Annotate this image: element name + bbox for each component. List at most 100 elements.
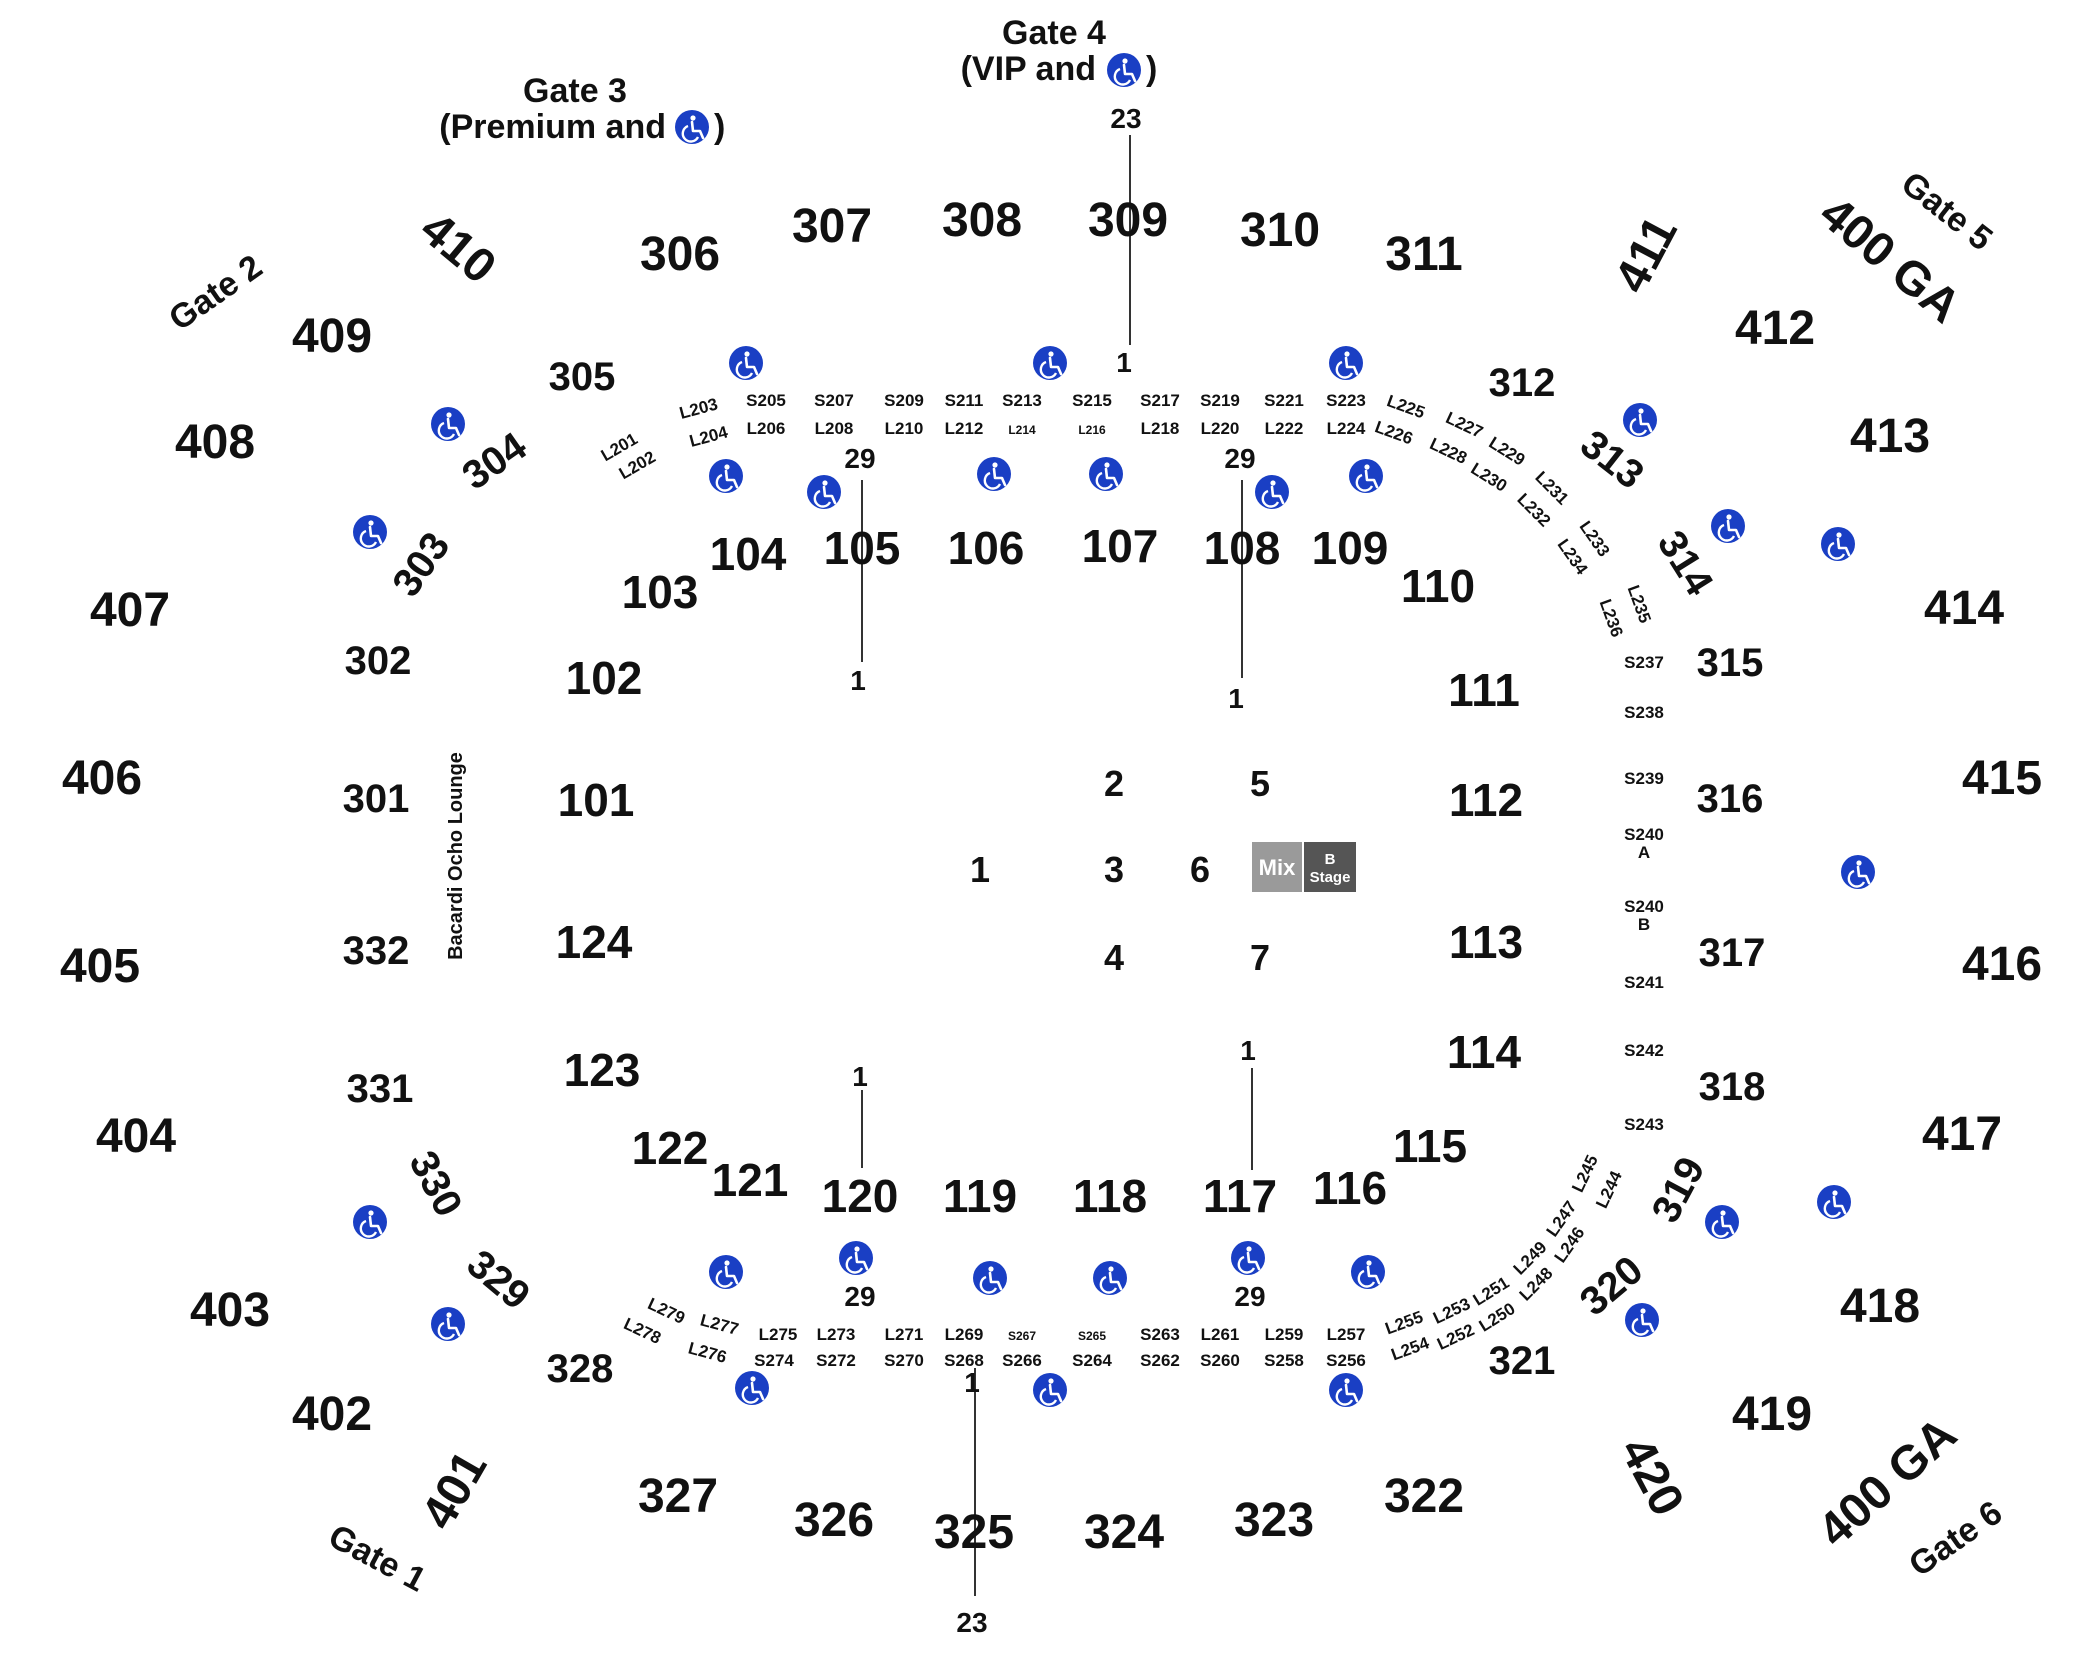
section-412[interactable]: 412 xyxy=(1735,302,1815,355)
suite-label[interactable]: L257 xyxy=(1327,1325,1366,1344)
section-305[interactable]: 305 xyxy=(549,355,616,399)
section-102[interactable]: 102 xyxy=(566,652,643,704)
suite-label[interactable]: L216 xyxy=(1078,423,1106,437)
section-111[interactable]: 111 xyxy=(1448,664,1520,716)
suite-label[interactable]: L226 xyxy=(1372,417,1415,448)
b-stage-box[interactable] xyxy=(1304,842,1356,892)
section-301[interactable]: 301 xyxy=(343,777,410,821)
section-330[interactable]: 330 xyxy=(400,1144,470,1224)
section-417[interactable]: 417 xyxy=(1922,1108,2002,1161)
section-106[interactable]: 106 xyxy=(948,522,1025,574)
section-310[interactable]: 310 xyxy=(1240,204,1320,257)
suite-label[interactable]: S213 xyxy=(1002,391,1042,410)
section-118[interactable]: 118 xyxy=(1073,1170,1147,1222)
suite-label[interactable]: S267 xyxy=(1008,1329,1036,1343)
floor-section-2[interactable]: 2 xyxy=(1104,763,1124,804)
section-409[interactable]: 409 xyxy=(292,310,372,363)
suite-label[interactable]: L204 xyxy=(687,422,730,451)
section-309[interactable]: 309 xyxy=(1088,194,1168,247)
section-318[interactable]: 318 xyxy=(1699,1065,1766,1109)
section-408[interactable]: 408 xyxy=(175,416,255,469)
section-410[interactable]: 410 xyxy=(410,202,505,294)
suite-label[interactable]: L227 xyxy=(1443,408,1486,442)
suite-label[interactable]: L273 xyxy=(817,1325,856,1344)
suite-label[interactable]: A xyxy=(1638,843,1650,862)
section-327[interactable]: 327 xyxy=(638,1470,718,1523)
section-121[interactable]: 121 xyxy=(712,1154,789,1206)
section-104[interactable]: 104 xyxy=(710,528,787,580)
suite-label[interactable]: S215 xyxy=(1072,391,1112,410)
suite-label[interactable]: L228 xyxy=(1427,434,1470,468)
section-316[interactable]: 316 xyxy=(1697,777,1764,821)
section-328[interactable]: 328 xyxy=(547,1347,614,1391)
floor-section-5[interactable]: 5 xyxy=(1250,763,1270,804)
section-420[interactable]: 420 xyxy=(1609,1429,1693,1525)
section-124[interactable]: 124 xyxy=(556,916,633,968)
section-302[interactable]: 302 xyxy=(345,639,412,683)
suite-label[interactable]: S260 xyxy=(1200,1351,1240,1370)
suite-label[interactable]: S263 xyxy=(1140,1325,1180,1344)
floor-section-1[interactable]: 1 xyxy=(970,849,990,890)
section-405[interactable]: 405 xyxy=(60,940,140,993)
suite-label[interactable]: L275 xyxy=(759,1325,798,1344)
suite-label[interactable]: S209 xyxy=(884,391,924,410)
section-413[interactable]: 413 xyxy=(1850,410,1930,463)
suite-label[interactable]: S262 xyxy=(1140,1351,1180,1370)
section-331[interactable]: 331 xyxy=(347,1067,414,1111)
suite-label[interactable]: L212 xyxy=(945,419,984,438)
suite-label[interactable]: S265 xyxy=(1078,1329,1106,1343)
suite-label[interactable]: L255 xyxy=(1383,1307,1426,1338)
suite-label[interactable]: S207 xyxy=(814,391,854,410)
suite-label[interactable]: S217 xyxy=(1140,391,1180,410)
suite-label[interactable]: L276 xyxy=(686,1338,728,1366)
section-110[interactable]: 110 xyxy=(1401,560,1475,612)
section-325[interactable]: 325 xyxy=(934,1506,1014,1559)
floor-section-6[interactable]: 6 xyxy=(1190,849,1210,890)
suite-label[interactable]: S240 xyxy=(1624,825,1664,844)
section-116[interactable]: 116 xyxy=(1313,1162,1387,1214)
suite-label[interactable]: L214 xyxy=(1008,423,1036,437)
suite-label[interactable]: S221 xyxy=(1264,391,1304,410)
section-114[interactable]: 114 xyxy=(1447,1026,1522,1078)
suite-label[interactable]: S237 xyxy=(1624,653,1664,672)
suite-label[interactable]: S266 xyxy=(1002,1351,1042,1370)
suite-label[interactable]: S219 xyxy=(1200,391,1240,410)
suite-label[interactable]: L261 xyxy=(1201,1325,1240,1344)
section-107[interactable]: 107 xyxy=(1082,520,1159,572)
section-332[interactable]: 332 xyxy=(343,929,410,973)
section-115[interactable]: 115 xyxy=(1393,1120,1467,1172)
suite-label[interactable]: L229 xyxy=(1485,433,1528,470)
suite-label[interactable]: S268 xyxy=(944,1351,984,1370)
suite-label[interactable]: L222 xyxy=(1265,419,1304,438)
suite-label[interactable]: L224 xyxy=(1327,419,1366,438)
section-307[interactable]: 307 xyxy=(792,200,872,253)
section-120[interactable]: 120 xyxy=(822,1170,899,1222)
section-411[interactable]: 411 xyxy=(1605,208,1688,301)
suite-label[interactable]: S258 xyxy=(1264,1351,1304,1370)
suite-label[interactable]: L254 xyxy=(1389,1333,1432,1364)
section-315[interactable]: 315 xyxy=(1697,641,1764,685)
section-404[interactable]: 404 xyxy=(96,1110,176,1163)
suite-label[interactable]: S270 xyxy=(884,1351,924,1370)
suite-label[interactable]: L210 xyxy=(885,419,924,438)
mix-box[interactable] xyxy=(1252,842,1302,892)
section-416[interactable]: 416 xyxy=(1962,938,2042,991)
bacardi-ocho-lounge[interactable]: Bacardi Ocho Lounge xyxy=(445,752,467,960)
section-401[interactable]: 401 xyxy=(412,1442,498,1538)
suite-label[interactable]: S274 xyxy=(754,1351,794,1370)
section-312[interactable]: 312 xyxy=(1489,361,1556,405)
suite-label[interactable]: S239 xyxy=(1624,769,1664,788)
suite-label[interactable]: L277 xyxy=(698,1310,740,1338)
suite-label[interactable]: L244 xyxy=(1592,1168,1626,1212)
section-122[interactable]: 122 xyxy=(632,1122,709,1174)
suite-label[interactable]: L235 xyxy=(1624,583,1655,626)
suite-label[interactable]: L206 xyxy=(747,419,786,438)
floor-section-3[interactable]: 3 xyxy=(1104,849,1124,890)
section-322[interactable]: 322 xyxy=(1384,1470,1464,1523)
section-418[interactable]: 418 xyxy=(1840,1280,1920,1333)
suite-label[interactable]: S238 xyxy=(1624,703,1664,722)
suite-label[interactable]: L278 xyxy=(621,1314,664,1348)
suite-label[interactable]: L271 xyxy=(885,1325,924,1344)
suite-label[interactable]: S243 xyxy=(1624,1115,1664,1134)
section-324[interactable]: 324 xyxy=(1084,1506,1164,1559)
